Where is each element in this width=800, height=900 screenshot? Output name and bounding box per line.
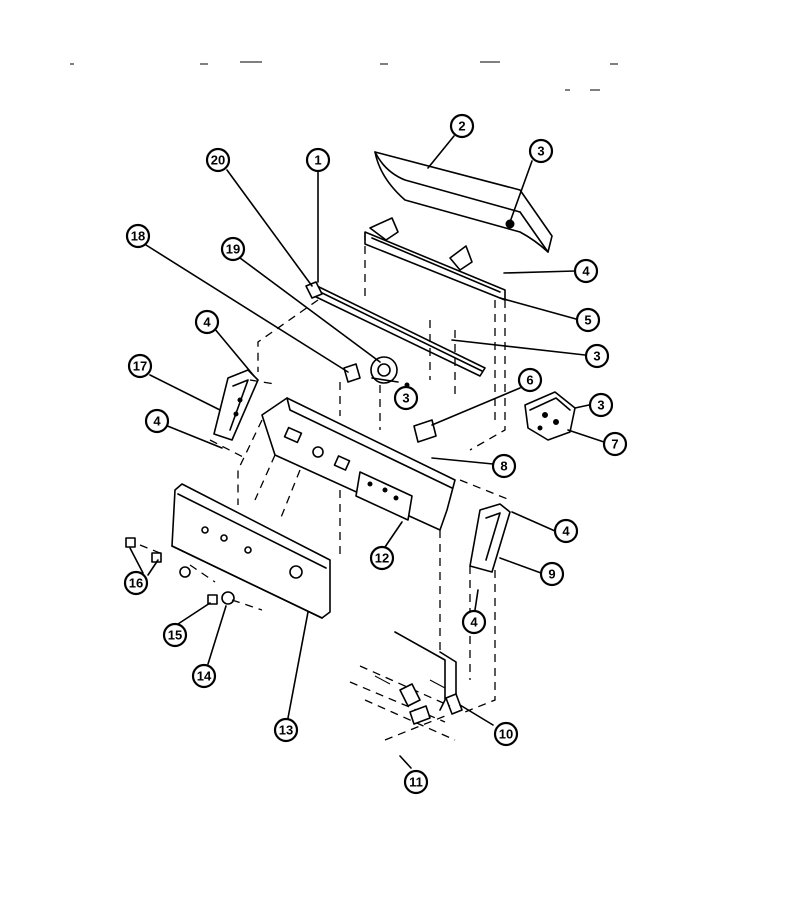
part-left-end-cap [213, 369, 259, 441]
svg-text:3: 3 [593, 349, 600, 364]
part-small-switch [413, 419, 437, 443]
svg-text:9: 9 [548, 567, 555, 582]
part-timer [370, 356, 410, 388]
callout-10: 10 [493, 721, 519, 747]
callout-4c: 4 [144, 408, 170, 434]
callout-7: 7 [602, 431, 628, 457]
svg-text:3: 3 [537, 144, 544, 159]
svg-text:3: 3 [597, 398, 604, 413]
svg-text:18: 18 [131, 229, 145, 244]
callout-4e: 4 [461, 609, 487, 635]
part-console-housing [261, 397, 456, 531]
callout-18: 18 [125, 223, 151, 249]
callout-3c: 3 [393, 385, 419, 411]
part-top-cover [374, 151, 553, 253]
svg-text:12: 12 [375, 551, 389, 566]
part-lower-bracket [394, 631, 463, 715]
callout-9: 9 [539, 561, 565, 587]
leader-lines [129, 135, 605, 769]
callout-12: 12 [369, 545, 395, 571]
part-front-panel [171, 483, 331, 619]
svg-text:4: 4 [470, 615, 478, 630]
svg-text:11: 11 [409, 775, 423, 790]
svg-text:13: 13 [279, 723, 293, 738]
callout-13: 13 [273, 717, 299, 743]
part-switch [343, 363, 361, 383]
svg-text:4: 4 [153, 414, 161, 429]
callout-4a: 4 [573, 258, 599, 284]
callout-1: 1 [305, 147, 331, 173]
callout-4d: 4 [553, 518, 579, 544]
svg-text:14: 14 [197, 669, 212, 684]
callout-6: 6 [517, 367, 543, 393]
svg-text:4: 4 [562, 524, 570, 539]
svg-text:5: 5 [584, 313, 591, 328]
svg-text:4: 4 [582, 264, 590, 279]
callout-8: 8 [491, 453, 517, 479]
part-control-module [524, 391, 576, 441]
svg-text:15: 15 [168, 628, 182, 643]
callout-4b: 4 [194, 309, 220, 335]
scan-marks [70, 61, 618, 91]
svg-text:3: 3 [402, 391, 409, 406]
callout-20: 20 [205, 147, 231, 173]
svg-text:17: 17 [133, 359, 147, 374]
assembly-lines [139, 232, 511, 713]
part-right-end-cap [469, 503, 511, 573]
part-knobs [125, 537, 235, 605]
part-base-plate [349, 665, 456, 741]
callout-5: 5 [575, 307, 601, 333]
svg-text:19: 19 [226, 242, 240, 257]
callout-17: 17 [127, 353, 153, 379]
svg-text:8: 8 [500, 459, 507, 474]
svg-text:1: 1 [314, 153, 321, 168]
svg-text:7: 7 [611, 437, 618, 452]
svg-text:2: 2 [458, 119, 465, 134]
svg-text:10: 10 [499, 727, 513, 742]
svg-text:16: 16 [129, 576, 143, 591]
svg-text:20: 20 [211, 153, 225, 168]
svg-text:6: 6 [526, 373, 533, 388]
svg-text:4: 4 [203, 315, 211, 330]
callout-16: 16 [123, 570, 149, 596]
callout-3b: 3 [584, 343, 610, 369]
callout-14: 14 [191, 663, 217, 689]
callout-3d: 3 [588, 392, 614, 418]
part-bracket-rail [364, 217, 506, 301]
callout-2: 2 [449, 113, 475, 139]
callout-19: 19 [220, 236, 246, 262]
callout-15: 15 [162, 622, 188, 648]
callout-11: 11 [403, 769, 429, 795]
callout-3a: 3 [528, 138, 554, 164]
part-clip [305, 281, 323, 299]
